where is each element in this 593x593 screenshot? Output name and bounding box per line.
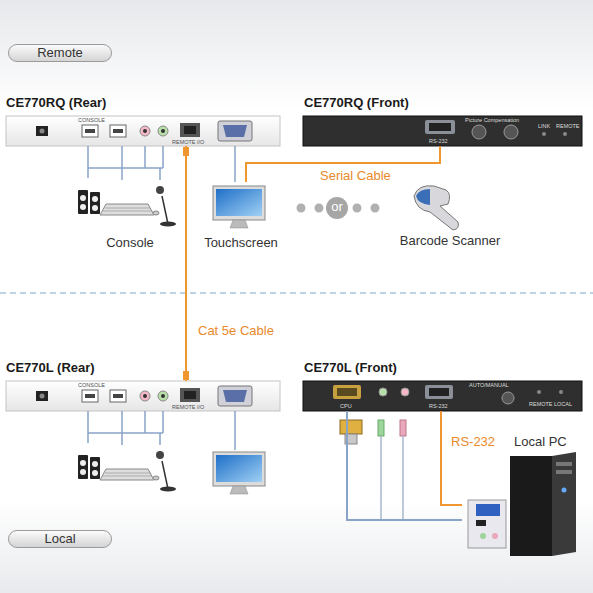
port-label: CPU (340, 403, 352, 409)
connector (121, 146, 123, 180)
connector (246, 146, 440, 182)
led-label: LINK (538, 123, 550, 129)
or-text: or (326, 199, 348, 215)
section-label: Remote (9, 45, 111, 61)
local-pc: Local PC (462, 432, 580, 558)
port-label: REMOTE I/O (172, 404, 204, 410)
led-label: REMOTE (529, 401, 553, 407)
control-label: Picture Compensation (465, 117, 519, 123)
device-caption: Console (67, 235, 193, 250)
device-heading: CE770RQ (Front) (304, 95, 409, 111)
control-label: AUTO/MANUAL (469, 382, 509, 388)
connector (347, 411, 462, 520)
port-label: CONSOLE (78, 117, 105, 123)
section-tag: Local (8, 530, 112, 548)
port-label: RS-232 (429, 138, 448, 144)
device-heading: CE770L (Rear) (6, 360, 95, 376)
device-caption: Barcode Scanner (384, 233, 516, 248)
device-caption: Touchscreen (190, 235, 292, 250)
device-rear: CE770L (Rear)CONSOLEREMOTE I/O (6, 381, 280, 411)
cable-label: RS-232 (449, 434, 497, 449)
device-front: CE770L (Front)CPURS-232AUTO/MANUALREMOTE… (303, 381, 582, 411)
connector (348, 204, 384, 213)
device-front: CE770RQ (Front)RS-232Picture Compensatio… (303, 116, 582, 146)
device-rear: CE770RQ (Rear)CONSOLEREMOTE I/O (6, 116, 280, 146)
device-heading: CE770L (Front) (304, 360, 397, 376)
led-label: LOCAL (554, 401, 572, 407)
connector (185, 146, 187, 381)
device-heading: CE770RQ (Rear) (6, 95, 106, 111)
connector (292, 204, 326, 213)
console-group: Console (67, 180, 193, 250)
connector (441, 411, 462, 505)
barcode-scanner: Barcode Scanner (384, 180, 516, 248)
touchscreen: Touchscreen (190, 182, 292, 248)
port-label: REMOTE I/O (172, 139, 204, 145)
connector (234, 146, 236, 182)
or-circle: or (326, 197, 348, 219)
section-label: Local (9, 531, 111, 547)
cable-label: Cat 5e Cable (196, 323, 276, 338)
led-label: REMOTE (556, 123, 580, 129)
port-label: RS-232 (429, 403, 448, 409)
section-tag: Remote (8, 44, 112, 62)
cable-label: Serial Cable (318, 168, 393, 183)
port-label: CONSOLE (78, 382, 105, 388)
device-caption: Local PC (514, 434, 567, 449)
